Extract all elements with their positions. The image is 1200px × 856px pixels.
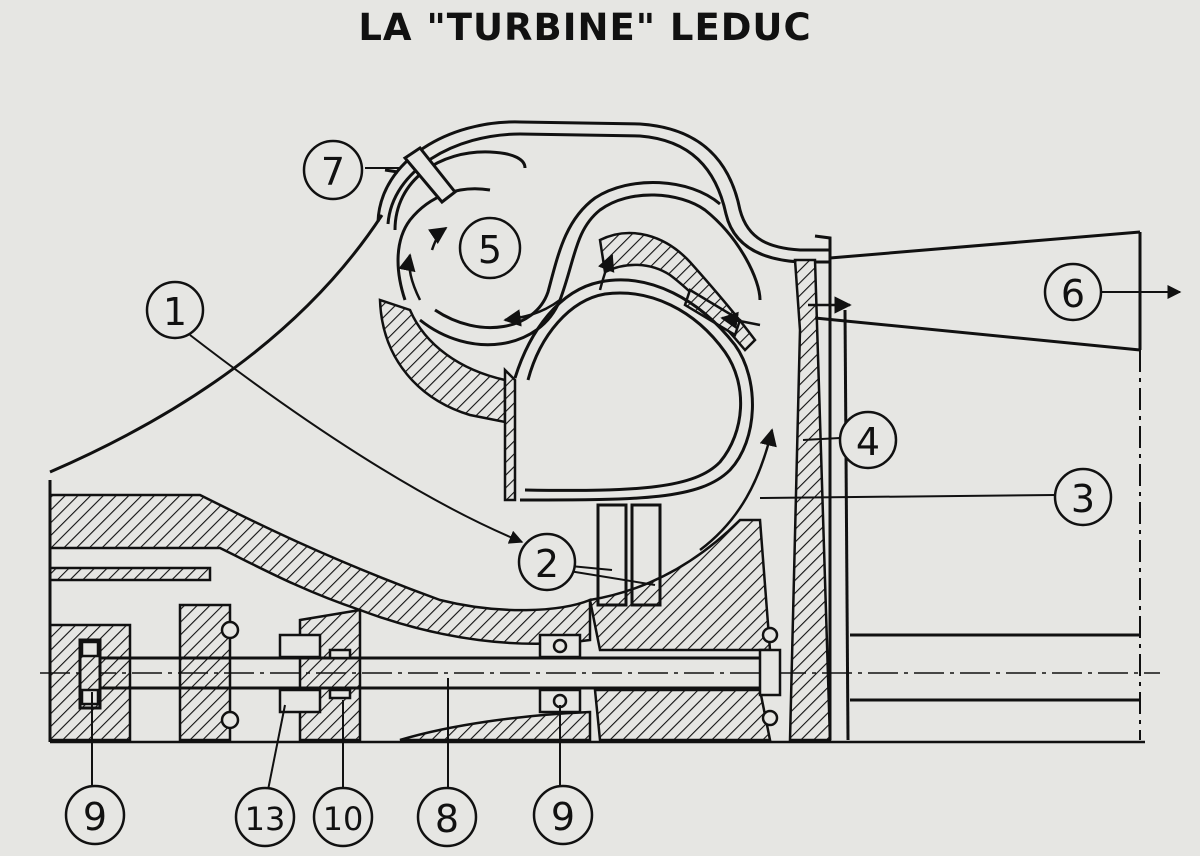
exhaust-duct	[814, 230, 1142, 741]
svg-text:5: 5	[478, 228, 502, 272]
callout-6: 6	[1043, 262, 1103, 322]
callout-9-left: 9	[64, 784, 126, 846]
callout-7: 7	[302, 139, 364, 201]
callout-2: 2	[517, 532, 577, 592]
callout-3: 3	[1053, 467, 1113, 527]
svg-text:8: 8	[435, 797, 459, 841]
svg-text:4: 4	[856, 420, 880, 464]
diffuser-vanes	[596, 503, 662, 607]
callout-9-right: 9	[532, 784, 594, 846]
callout-8: 8	[416, 786, 478, 848]
page-title: LA "TURBINE" LEDUC	[358, 6, 812, 49]
svg-text:6: 6	[1061, 272, 1085, 316]
callout-10: 10	[312, 786, 374, 848]
callout-4: 4	[838, 410, 898, 470]
svg-text:1: 1	[163, 290, 187, 334]
svg-text:9: 9	[83, 795, 107, 839]
flow-arrows	[398, 226, 852, 551]
svg-text:3: 3	[1071, 477, 1095, 521]
svg-text:7: 7	[321, 150, 345, 194]
volute-casing	[376, 120, 832, 347]
callout-13: 13	[234, 786, 296, 848]
callout-5: 5	[458, 216, 522, 280]
svg-text:9: 9	[551, 795, 575, 839]
svg-text:10: 10	[323, 800, 364, 838]
combustion-chamber	[513, 278, 754, 502]
bearings	[80, 620, 782, 730]
casing-sweep-line	[49, 214, 384, 474]
callout-1: 1	[145, 280, 205, 340]
svg-text:13: 13	[245, 800, 286, 838]
svg-text:2: 2	[535, 542, 559, 586]
